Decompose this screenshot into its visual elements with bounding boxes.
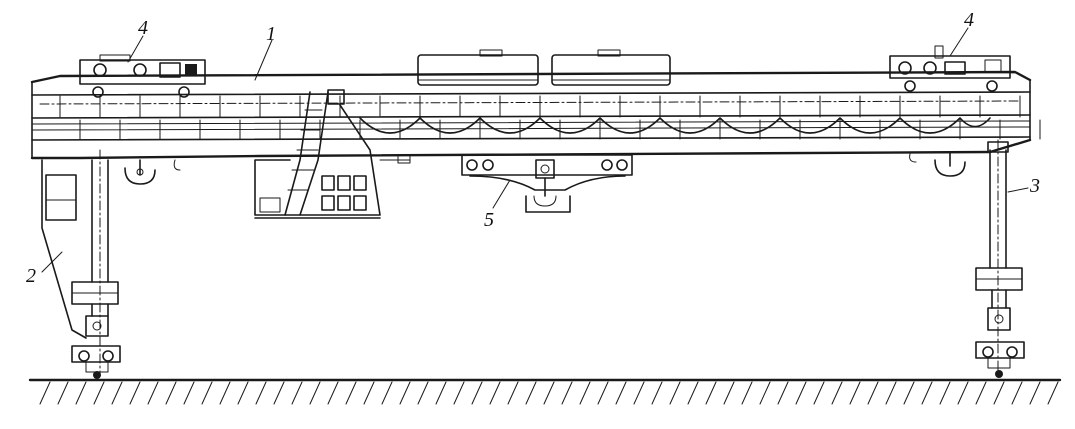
ground-hatch-line bbox=[885, 381, 897, 405]
ground-hatch-line bbox=[219, 381, 231, 405]
callout-main-girder: 1 bbox=[266, 23, 276, 45]
ground-hatch-line bbox=[975, 381, 987, 405]
ground-hatch-line bbox=[237, 381, 249, 405]
trolley-right bbox=[889, 45, 1011, 92]
ground-hatch-line bbox=[867, 381, 879, 405]
ground-hatch-line bbox=[93, 381, 105, 405]
callout-rigid-leg: 2 bbox=[26, 265, 36, 287]
ground-hatch-line bbox=[489, 381, 501, 405]
ground-hatch-line bbox=[399, 381, 411, 405]
ground-hatch-line bbox=[705, 381, 717, 405]
ground-hatch-line bbox=[687, 381, 699, 405]
ground-hatch-line bbox=[75, 381, 87, 405]
ground-hatch-line bbox=[921, 381, 933, 405]
leader-lines bbox=[41, 27, 1029, 273]
ground-hatch-line bbox=[1011, 381, 1023, 405]
ground-hatch-line bbox=[201, 381, 213, 405]
callout-hook-block: 5 bbox=[484, 209, 494, 231]
ground-hatch-line bbox=[633, 381, 645, 405]
ground-hatch-line bbox=[381, 381, 393, 405]
ground-hatch-line bbox=[471, 381, 483, 405]
callout-trolley-right: 4 bbox=[964, 9, 974, 31]
ground-hatch-line bbox=[57, 381, 69, 405]
ground-hatch-line bbox=[669, 381, 681, 405]
callouts: 1 2 3 4 4 5 bbox=[26, 9, 1040, 287]
rigid-leg bbox=[41, 149, 121, 379]
hook-block bbox=[461, 154, 633, 213]
ground-hatch-line bbox=[579, 381, 591, 405]
ground-hatch-line bbox=[165, 381, 177, 405]
ground-hatch-line bbox=[615, 381, 627, 405]
ground-hatch-line bbox=[363, 381, 375, 405]
ground-hatch-line bbox=[723, 381, 735, 405]
ground-hatch-line bbox=[849, 381, 861, 405]
ground-hatch-line bbox=[111, 381, 123, 405]
ground-hatch-line bbox=[183, 381, 195, 405]
callout-trolley-left: 4 bbox=[138, 17, 148, 39]
ground-hatch-line bbox=[831, 381, 843, 405]
ground-hatch-line bbox=[795, 381, 807, 405]
ground-hatch-line bbox=[597, 381, 609, 405]
ground-hatch-line bbox=[273, 381, 285, 405]
ground-hatch-line bbox=[39, 381, 51, 405]
hook-left bbox=[124, 159, 181, 185]
hook-right bbox=[909, 151, 966, 177]
ground-hatch-line bbox=[345, 381, 357, 405]
ground-hatch-line bbox=[525, 381, 537, 405]
ground-hatch-line bbox=[147, 381, 159, 405]
ground-hatch-line bbox=[417, 381, 429, 405]
ground-hatch-line bbox=[1029, 381, 1041, 405]
ground-hatch-line bbox=[453, 381, 465, 405]
ground-hatch-line bbox=[741, 381, 753, 405]
ground-hatch-line bbox=[507, 381, 519, 405]
ground-hatch-line bbox=[939, 381, 951, 405]
ground-hatch-line bbox=[993, 381, 1005, 405]
ground-hatch-line bbox=[327, 381, 339, 405]
callout-flexible-leg: 3 bbox=[1029, 175, 1040, 197]
ground-hatch-line bbox=[129, 381, 141, 405]
ground-hatch-line bbox=[435, 381, 447, 405]
ground-hatch-line bbox=[759, 381, 771, 405]
ground-hatch-line bbox=[651, 381, 663, 405]
flexible-leg bbox=[975, 139, 1025, 378]
ground-hatch-line bbox=[1047, 381, 1059, 405]
ground bbox=[28, 378, 1062, 405]
ground-hatch-line bbox=[957, 381, 969, 405]
ground-hatch-line bbox=[813, 381, 825, 405]
main-girder bbox=[30, 49, 1041, 160]
ground-hatch-line bbox=[255, 381, 267, 405]
trolley-left bbox=[79, 54, 206, 98]
ground-hatch-line bbox=[291, 381, 303, 405]
ground-hatch-line bbox=[543, 381, 555, 405]
operator-cabin bbox=[254, 89, 411, 219]
ground-hatch-line bbox=[309, 381, 321, 405]
ground-hatch-line bbox=[903, 381, 915, 405]
ground-hatch-line bbox=[777, 381, 789, 405]
ground-hatch-line bbox=[561, 381, 573, 405]
